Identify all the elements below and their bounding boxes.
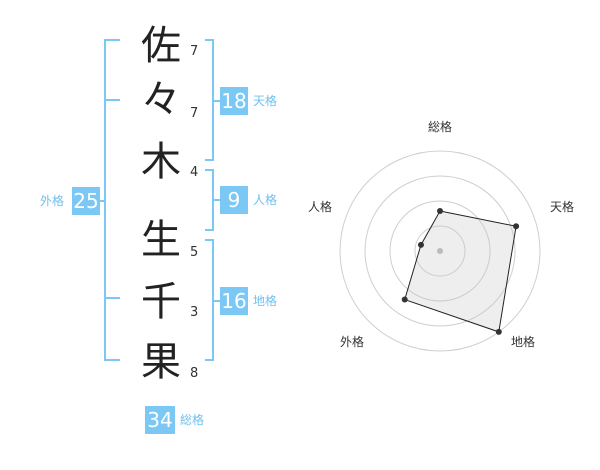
name-char-6: 果: [141, 339, 181, 385]
name-char-3: 木: [141, 139, 181, 185]
radar-center-dot: [437, 248, 443, 254]
tenkaku-label: 天格: [253, 94, 278, 108]
radar-point-2: [513, 223, 520, 230]
stroke-count-3: 4: [190, 165, 199, 180]
radar-axis-label-2: 天格: [550, 199, 574, 214]
soukaku-label: 総格: [180, 413, 205, 427]
radar-point-4: [401, 296, 408, 303]
stroke-count-1: 7: [190, 44, 199, 59]
soukaku-value-badge: 34: [145, 406, 175, 434]
stroke-count-6: 8: [190, 366, 199, 381]
name-char-5: 千: [141, 279, 181, 325]
stroke-count-2: 7: [190, 106, 199, 121]
radar-polygon: [404, 210, 517, 333]
radar-point-5: [417, 241, 424, 248]
name-char-2: 々: [141, 77, 181, 123]
radar-axis-label-5: 人格: [308, 199, 332, 214]
tenkaku-value-badge: 18: [220, 87, 248, 115]
radar-axis-label-4: 外格: [340, 334, 364, 349]
radar-ring-3: [364, 175, 516, 327]
gaikaku-value-badge: 25: [72, 187, 100, 215]
radar-ring-2: [389, 200, 491, 302]
stroke-count-4: 5: [190, 245, 199, 260]
radar-point-3: [495, 328, 502, 335]
chikaku-value-badge: 16: [220, 287, 248, 315]
jinkaku-value-badge: 9: [220, 186, 248, 214]
jinkaku-label: 人格: [253, 193, 278, 207]
radar-point-1: [437, 208, 443, 214]
radar-ring-1: [414, 225, 466, 277]
radar-ring-4: [339, 150, 541, 352]
radar-axis-label-3: 地格: [511, 334, 535, 349]
gaikaku-label: 外格: [40, 194, 65, 208]
radar-axis-label-1: 総格: [428, 119, 452, 134]
stroke-count-5: 3: [190, 305, 199, 320]
name-char-4: 生: [141, 217, 181, 263]
name-char-1: 佐: [141, 23, 181, 69]
chikaku-label: 地格: [253, 294, 278, 308]
